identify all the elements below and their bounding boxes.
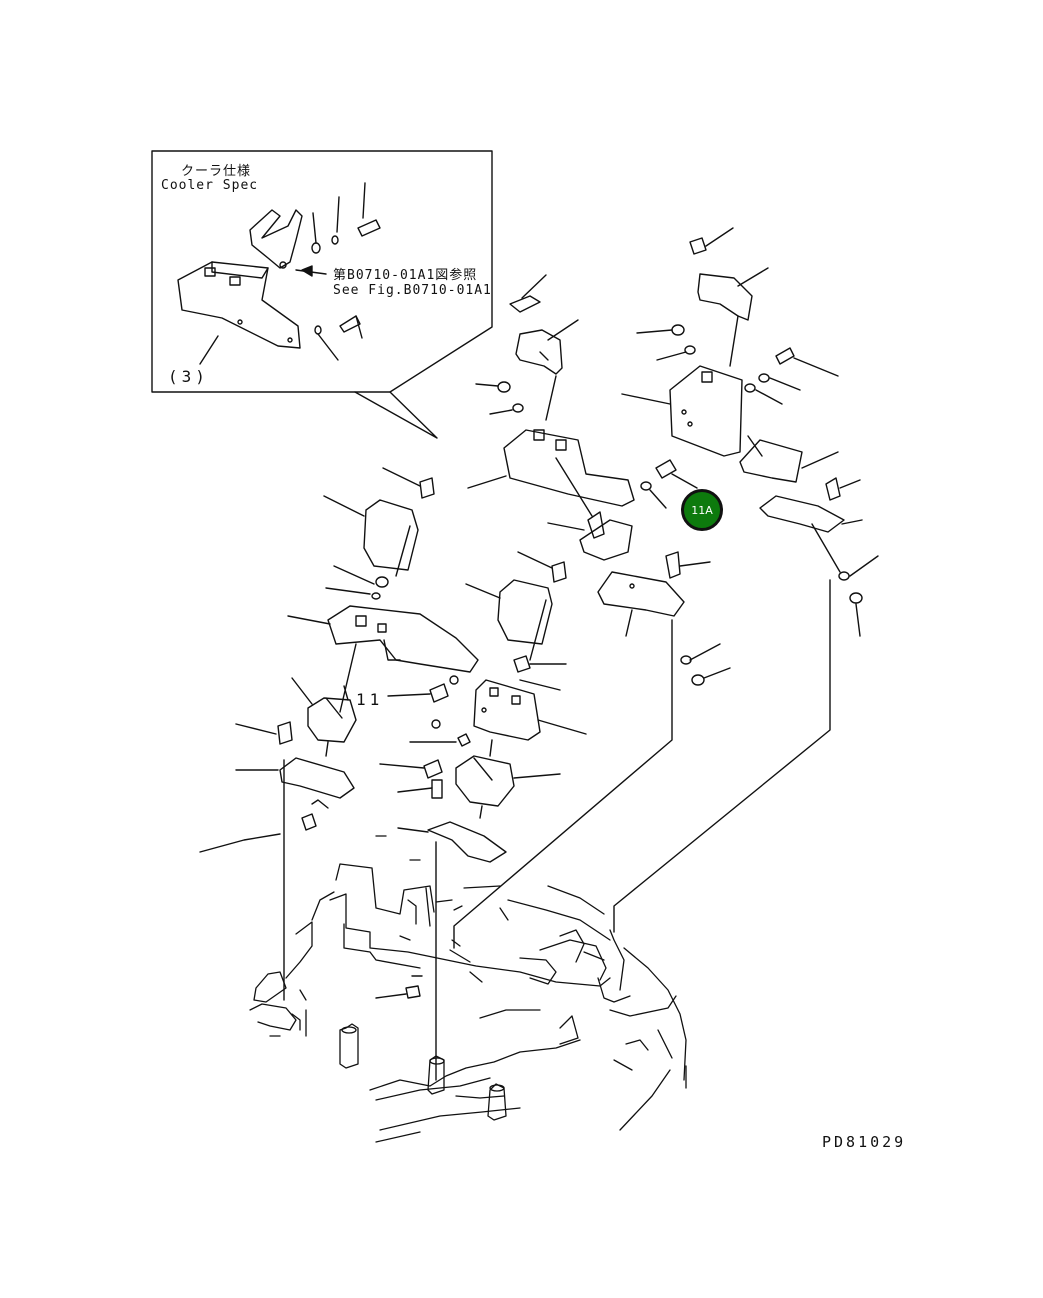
support-plate-right [669, 365, 743, 457]
inset-link [249, 209, 303, 269]
mount-plate-center [473, 679, 541, 741]
inset-pointer [354, 391, 438, 439]
inset-title-japanese: クーラ仕様 [181, 164, 252, 179]
inset-title-english: Cooler Spec [161, 178, 259, 193]
center-mount-assembly [375, 551, 587, 1081]
upper-left-mount-group [467, 274, 635, 561]
mount-cover-center [497, 579, 553, 645]
machine-frame [249, 835, 687, 1143]
engine-bracket-left [327, 605, 479, 673]
upper-right-mount-group [613, 227, 879, 933]
figure-reference-english: See Fig.B0710-01A1 [333, 283, 492, 298]
part-hotspot-11a[interactable]: 11A [681, 489, 723, 531]
rubber-mount-left [307, 697, 357, 743]
drawing-number: PD81029 [822, 1133, 907, 1151]
inset-bracket [177, 261, 301, 349]
middle-fasteners [453, 459, 731, 949]
support-bracket-left [503, 429, 635, 507]
inset-frame [151, 150, 493, 393]
part-hotspot-label: 11A [691, 503, 713, 517]
figure-reference-japanese: 第B0710-01A1図参照 [333, 268, 478, 283]
left-mount-assembly [199, 467, 479, 1001]
rubber-mount-center [455, 755, 515, 807]
callout-item-11: 11 [356, 690, 384, 709]
cooler-spec-inset [151, 150, 493, 439]
callout-item-3: (3) [168, 367, 209, 386]
mount-cover-left [363, 499, 419, 571]
